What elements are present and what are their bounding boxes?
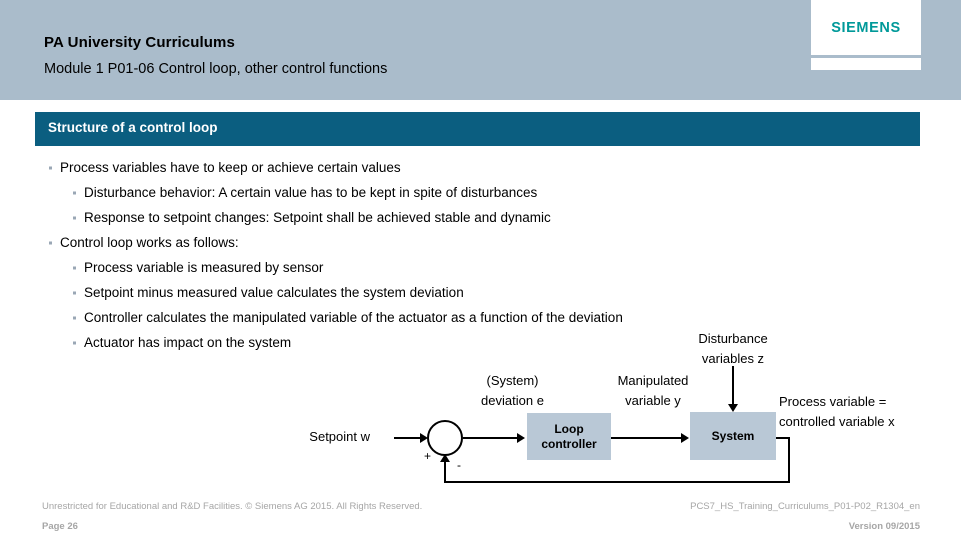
page-title: PA University Curriculums bbox=[44, 34, 235, 51]
manipulated-arrowhead-icon bbox=[681, 433, 689, 443]
bullet-dot-icon bbox=[49, 166, 52, 169]
section-title: Structure of a control loop bbox=[48, 120, 218, 135]
list-item: Setpoint minus measured value calculates… bbox=[42, 280, 842, 305]
bullet-dot-icon bbox=[73, 191, 76, 194]
loop-controller-label-line1: Loop bbox=[554, 421, 584, 436]
loop-controller-label-line2: controller bbox=[541, 436, 597, 451]
disturbance-arrowhead-icon bbox=[728, 404, 738, 412]
deviation-label-line2: deviation e bbox=[481, 393, 544, 408]
bullet-list: Process variables have to keep or achiev… bbox=[42, 155, 842, 355]
bullet-dot-icon bbox=[73, 291, 76, 294]
summing-junction bbox=[427, 420, 463, 456]
footer-copyright: Unrestricted for Educational and R&D Fac… bbox=[42, 501, 423, 512]
siemens-logo: SIEMENS bbox=[811, 0, 921, 55]
minus-sign-label: - bbox=[457, 458, 461, 472]
list-item: Response to setpoint changes: Setpoint s… bbox=[42, 205, 842, 230]
list-item-label: Process variables have to keep or achiev… bbox=[60, 160, 401, 175]
footer-page-number: Page 26 bbox=[42, 521, 78, 532]
bullet-dot-icon bbox=[73, 266, 76, 269]
manipulated-label-line2: variable y bbox=[625, 393, 681, 408]
footer-version: Version 09/2015 bbox=[848, 521, 920, 532]
list-item: Process variable is measured by sensor bbox=[42, 255, 842, 280]
bullet-dot-icon bbox=[73, 216, 76, 219]
setpoint-label: Setpoint w bbox=[309, 429, 370, 444]
feedback-line-bottom bbox=[444, 481, 790, 483]
system-label: System bbox=[711, 428, 755, 443]
page-subtitle: Module 1 P01-06 Control loop, other cont… bbox=[44, 61, 388, 77]
deviation-arrowhead-icon bbox=[517, 433, 525, 443]
list-item-label: Disturbance behavior: A certain value ha… bbox=[84, 185, 538, 200]
list-item: Control loop works as follows: bbox=[42, 230, 842, 255]
bullet-dot-icon bbox=[49, 241, 52, 244]
manipulated-label-line1: Manipulated bbox=[617, 373, 689, 388]
list-item-label: Process variable is measured by sensor bbox=[84, 260, 324, 275]
bullet-dot-icon bbox=[73, 341, 76, 344]
list-item: Actuator has impact on the system bbox=[42, 330, 842, 355]
list-item-label: Actuator has impact on the system bbox=[84, 335, 292, 350]
list-item: Disturbance behavior: A certain value ha… bbox=[42, 180, 842, 205]
feedback-line-out bbox=[776, 437, 790, 439]
list-item-label: Setpoint minus measured value calculates… bbox=[84, 285, 464, 300]
setpoint-line bbox=[394, 437, 422, 439]
process-variable-label-line2: controlled variable x bbox=[779, 414, 895, 429]
list-item-label: Controller calculates the manipulated va… bbox=[84, 310, 623, 325]
feedback-line-right bbox=[788, 437, 790, 483]
header-band bbox=[0, 0, 961, 100]
footer-document-id: PCS7_HS_Training_Curriculums_P01-P02_R13… bbox=[690, 501, 920, 512]
siemens-logo-text: SIEMENS bbox=[831, 20, 901, 36]
bullet-dot-icon bbox=[73, 316, 76, 319]
setpoint-arrowhead-icon bbox=[420, 433, 428, 443]
process-variable-label-line1: Process variable = bbox=[779, 394, 887, 409]
loop-controller-label: Loop controller bbox=[541, 422, 596, 452]
feedback-line-left bbox=[444, 462, 446, 483]
plus-sign-label: + bbox=[424, 449, 432, 463]
list-item-label: Response to setpoint changes: Setpoint s… bbox=[84, 210, 551, 225]
manipulated-line bbox=[611, 437, 682, 439]
list-item: Controller calculates the manipulated va… bbox=[42, 305, 842, 330]
list-item-label: Control loop works as follows: bbox=[60, 235, 239, 250]
system-block: System bbox=[690, 412, 776, 460]
deviation-label-line1: (System) bbox=[486, 373, 539, 388]
logo-underbar bbox=[811, 58, 921, 70]
deviation-line bbox=[463, 437, 519, 439]
loop-controller-block: Loop controller bbox=[527, 413, 611, 460]
disturbance-line bbox=[732, 366, 734, 406]
list-item: Process variables have to keep or achiev… bbox=[42, 155, 842, 180]
section-title-bar: Structure of a control loop bbox=[35, 112, 920, 146]
feedback-arrowhead-icon bbox=[440, 454, 450, 462]
